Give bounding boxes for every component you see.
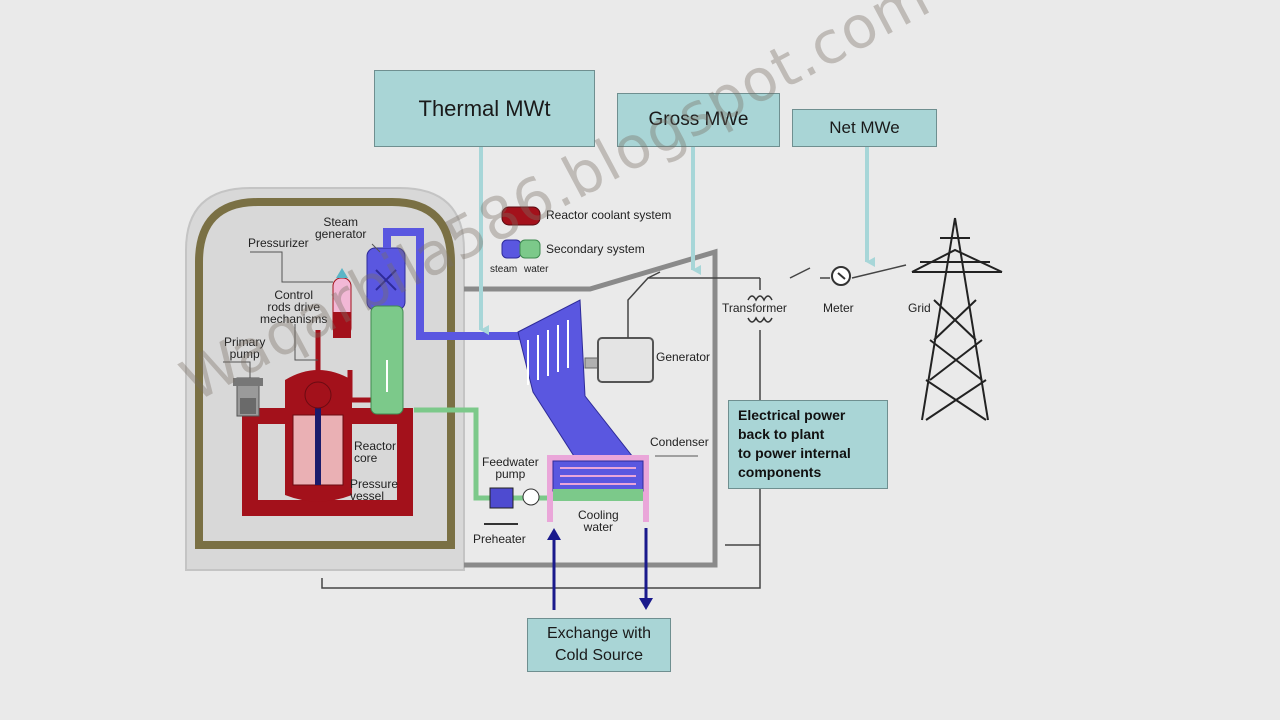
cold-source-callout: Exchange with Cold Source: [527, 618, 671, 672]
cold-source-line-2: Cold Source: [554, 647, 644, 664]
reactor-core-line-1: Reactor: [354, 439, 397, 453]
thermal-mwt-text: Thermal MWt: [418, 95, 551, 121]
control-rods-line-1: Control: [274, 288, 314, 302]
primary-pump-label: Primary pump: [224, 336, 265, 360]
steam-generator-line-1: Steam: [323, 215, 359, 229]
legend-water: water: [524, 264, 549, 275]
thermal-mwt-callout: Thermal MWt: [374, 70, 595, 147]
net-mwe-callout: Net MWe: [792, 109, 937, 147]
legend-secondary: Secondary system: [546, 242, 645, 256]
electrical-power-note: Electrical power back to plant to power …: [728, 400, 888, 489]
generator-label: Generator: [656, 350, 711, 364]
control-rods-label: Control rods drive mechanisms: [260, 289, 327, 325]
pressure-vessel: [285, 370, 352, 502]
steam-generator-label: Steam generator: [315, 216, 366, 240]
primary-pump-unit: [233, 377, 263, 417]
grid-label: Grid: [908, 301, 931, 315]
transformer-label: Transformer: [722, 301, 787, 315]
feedwater-pump-label: Feedwater pump: [482, 456, 539, 480]
legend-swatches: [501, 206, 541, 259]
transformer-unit: [747, 295, 773, 323]
feedwater-pump-line-1: Feedwater: [482, 455, 539, 469]
condenser-unit: [547, 455, 649, 522]
steam-generator-unit: [366, 247, 406, 415]
pressurizer-label: Pressurizer: [248, 236, 309, 250]
meter-label: Meter: [823, 301, 854, 315]
grid-pylon: [911, 217, 1003, 421]
electrical-power-line-4: components: [738, 464, 822, 480]
turbine-hall-outline: [464, 248, 718, 568]
net-mwe-text: Net MWe: [829, 118, 900, 137]
steam-generator-line-2: generator: [315, 227, 367, 241]
cooling-water-label: Cooling water: [578, 509, 619, 533]
gross-mwe-callout: Gross MWe: [617, 93, 780, 147]
meter-unit: [831, 266, 851, 286]
legend-reactor-coolant: Reactor coolant system: [546, 208, 672, 222]
feedwater-pump-line-2: pump: [495, 467, 526, 481]
electrical-power-line-3: to power internal: [738, 445, 851, 461]
cold-source-arrows: [547, 528, 653, 610]
leader-lines: [223, 243, 698, 457]
feedwater-equipment: [484, 487, 540, 525]
pressure-vessel-line-1: Pressure: [350, 477, 399, 491]
electrical-power-line-2: back to plant: [738, 426, 825, 442]
condenser-label: Condenser: [650, 435, 709, 449]
steam-line: [383, 228, 520, 340]
cold-source-line-1: Exchange with: [546, 625, 652, 642]
pressurizer-vessel: [332, 268, 352, 338]
cooling-water-line-1: Cooling: [578, 508, 619, 522]
gross-mwe-text: Gross MWe: [648, 109, 749, 130]
primary-pump-line-2: pump: [229, 347, 260, 361]
reactor-core-line-2: core: [354, 451, 378, 465]
control-rods-line-2: rods drive: [267, 300, 321, 314]
preheater-label: Preheater: [473, 532, 526, 546]
control-rods-line-3: mechanisms: [260, 312, 328, 326]
primary-pump-line-1: Primary: [224, 335, 266, 349]
legend-steam: steam: [490, 264, 518, 275]
cooling-water-line-2: water: [583, 520, 614, 534]
callout-arrows: [479, 147, 875, 335]
electrical-power-line-1: Electrical power: [738, 407, 846, 423]
pressure-vessel-line-2: vessel: [350, 489, 385, 503]
reactor-core-label: Reactor core: [354, 440, 396, 464]
pressure-vessel-label: Pressure vessel: [350, 478, 398, 502]
turbine-body: [517, 299, 641, 479]
generator-unit: [597, 337, 654, 383]
